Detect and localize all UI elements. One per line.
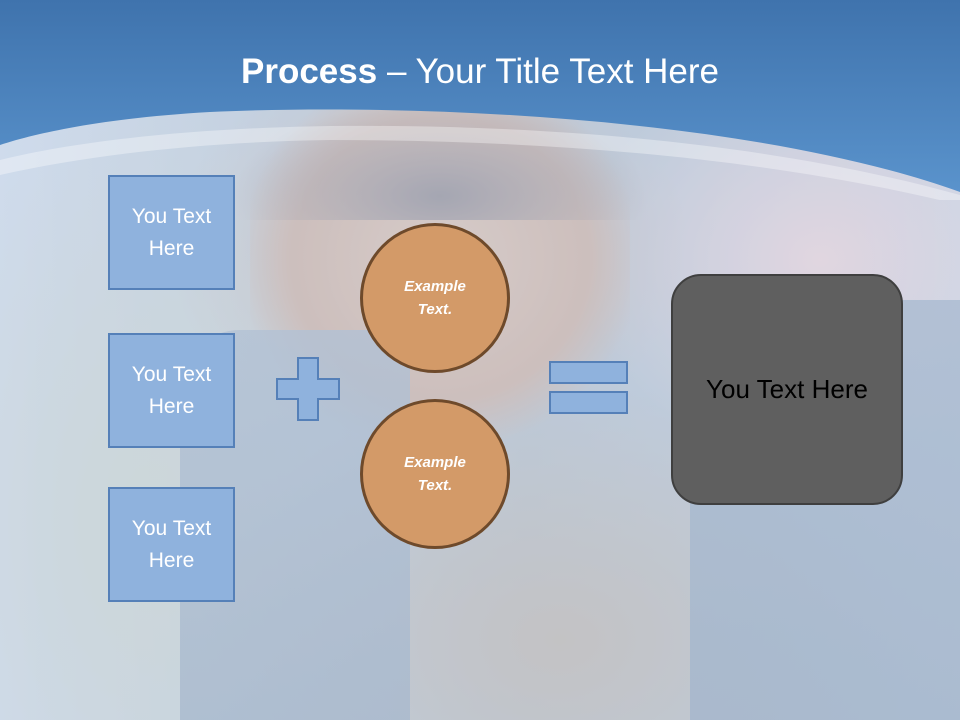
circle-1: Example Text. (360, 223, 510, 373)
slide-title: Process – Your Title Text Here (0, 52, 960, 92)
circle-2-label: Example Text. (404, 454, 466, 494)
header-banner (0, 0, 960, 200)
circle-1-label: Example Text. (404, 278, 466, 318)
text-box-2: You Text Here (108, 333, 235, 448)
plus-icon (276, 357, 340, 421)
title-bold: Process (241, 52, 378, 91)
text-box-1: You Text Here (108, 175, 235, 290)
equals-icon (549, 361, 628, 414)
result-box: You Text Here (671, 274, 903, 505)
text-box-3: You Text Here (108, 487, 235, 602)
title-rest: – Your Title Text Here (377, 52, 719, 91)
circle-2: Example Text. (360, 399, 510, 549)
